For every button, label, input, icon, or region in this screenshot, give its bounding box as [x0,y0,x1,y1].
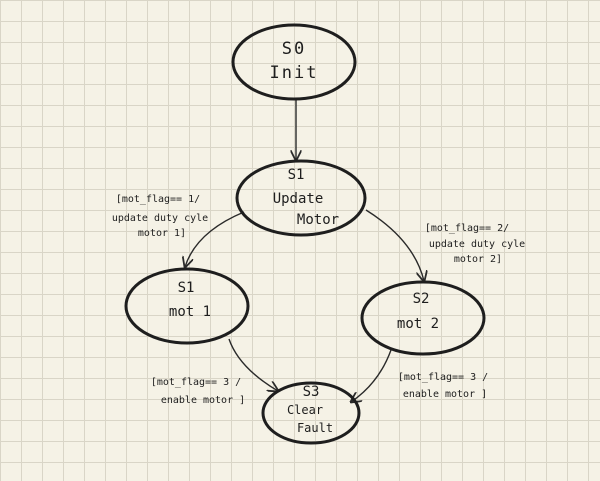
transition-label-line: update duty cyle [112,213,208,224]
state-s1-update-motor: S1 Update Motor [235,159,367,237]
state-mot1: S1 mot 1 [124,267,250,345]
state-mot1-name: S1 [178,280,195,296]
transition-label-line: enable motor ] [161,395,245,406]
transition-mot1-to-s3 [228,338,278,391]
transition-label-line: [mot_flag== 3 / [151,377,241,388]
transition-label-line: motor 2] [454,254,502,265]
state-s1-ellipse [235,159,367,237]
transition-label-s1-to-mot2: [mot_flag== 2/ update duty cyle motor 2] [425,223,525,265]
state-mot1-ellipse [124,267,250,345]
transition-label-mot2-to-s3: [mot_flag== 3 / enable motor ] [398,372,488,400]
transition-label-line: enable motor ] [403,389,487,400]
state-mot2-ellipse [360,280,486,356]
state-mot2: S2 mot 2 [360,280,486,356]
transition-mot2-to-s3 [351,349,392,402]
transition-label-line: update duty cyle [429,239,525,250]
transition-label-mot1-to-s3: [mot_flag== 3 / enable motor ] [151,377,245,406]
state-s0-label: Init [270,63,319,83]
state-s0-ellipse [231,23,357,101]
state-s3-name: S3 [303,384,320,400]
state-mot2-label: mot 2 [397,316,439,332]
state-s3-clear-fault: S3 Clear Fault [261,381,361,445]
state-mot1-label: mot 1 [169,304,211,320]
state-s1-label-line2: Motor [297,212,339,228]
transition-label-line: motor 1] [138,228,186,239]
transition-label-s1-to-mot1: [mot_flag== 1/ update duty cyle motor 1] [112,194,208,239]
state-s3-label-line1: Clear [287,403,323,417]
state-s3-ellipse [261,381,361,445]
state-s0-init: S0 Init [231,23,357,101]
state-s3-label-line2: Fault [297,421,333,435]
transition-label-line: [mot_flag== 3 / [398,372,488,383]
state-s1-label-line1: Update [273,191,324,207]
transition-label-line: [mot_flag== 2/ [425,223,509,234]
transition-s1-to-mot1 [185,211,245,267]
state-s1-name: S1 [288,167,305,183]
state-mot2-name: S2 [413,291,430,307]
transition-s1-to-mot2 [365,209,424,281]
state-s0-name: S0 [282,39,306,59]
transition-label-line: [mot_flag== 1/ [116,194,200,205]
